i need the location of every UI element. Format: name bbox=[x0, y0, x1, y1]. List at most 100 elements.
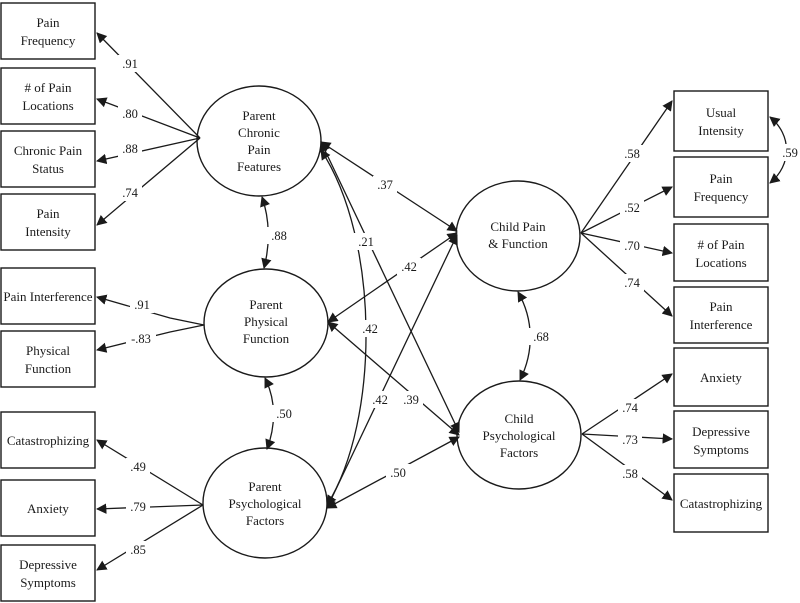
indicator-box-usual-intensity: Usual Intensity bbox=[673, 90, 769, 152]
label-physical: Physical bbox=[244, 314, 288, 329]
label-depressive: Depressive bbox=[692, 424, 750, 439]
coef-r-pain-frequency: .52 bbox=[624, 201, 640, 215]
coef-chronic-pain-status: .88 bbox=[122, 142, 138, 156]
label-features: Features bbox=[237, 159, 281, 174]
label-function: Function bbox=[243, 331, 290, 346]
indicator-box-depressive-symptoms-left: Depressive Symptoms bbox=[0, 544, 96, 602]
label-factors: Factors bbox=[500, 445, 538, 460]
label-symptoms: Symptoms bbox=[20, 575, 76, 590]
loading-arrows-parent-chronic bbox=[95, 32, 201, 226]
label-usual: Usual bbox=[706, 105, 737, 120]
indicator-box-catastrophizing-right: Catastrophizing bbox=[673, 473, 769, 533]
label-pain: Pain bbox=[247, 142, 271, 157]
label-psychological: Psychological bbox=[483, 428, 556, 443]
label-depressive: Depressive bbox=[19, 557, 77, 572]
indicator-box-pain-interference-left: Pain Interference bbox=[0, 267, 96, 325]
indicator-box-chronic-pain-status: Chronic Pain Status bbox=[0, 130, 96, 188]
label-parent: Parent bbox=[249, 297, 283, 312]
indicator-box-catastrophizing-left: Catastrophizing bbox=[0, 411, 96, 469]
indicator-box-pain-frequency-left: Pain Frequency bbox=[0, 2, 96, 60]
coef-psych-childpain: .42 bbox=[372, 393, 388, 407]
label-locations: Locations bbox=[695, 255, 746, 270]
label-num-pain: # of Pain bbox=[698, 237, 745, 252]
coef-r-catastrophizing: .58 bbox=[622, 467, 638, 481]
arrow-to-pain-interference bbox=[96, 294, 205, 326]
coef-cov-physical-psych: .50 bbox=[276, 407, 292, 421]
label-child: Child bbox=[505, 411, 534, 426]
coef-physical-childpsych: .39 bbox=[403, 393, 419, 407]
coef-cov-chronic-psych: .42 bbox=[362, 322, 378, 336]
arrow-to-depressive-symptoms bbox=[96, 504, 204, 571]
coef-chronic-childpain: .37 bbox=[377, 178, 393, 192]
label-frequency: Frequency bbox=[21, 33, 76, 48]
label-symptoms: Symptoms bbox=[693, 442, 749, 457]
label-catastrophizing: Catastrophizing bbox=[7, 433, 90, 448]
label-child-pain: Child Pain bbox=[490, 219, 546, 234]
coef-pain-frequency: .91 bbox=[122, 57, 138, 71]
label-physical: Physical bbox=[26, 343, 70, 358]
label-chronic: Chronic bbox=[238, 125, 280, 140]
label-pain: Pain bbox=[709, 299, 733, 314]
label-locations: Locations bbox=[22, 98, 73, 113]
label-pain: Pain bbox=[709, 171, 733, 186]
loading-arrows-parent-physical bbox=[95, 294, 205, 353]
coef-pain-intensity: .74 bbox=[122, 186, 138, 200]
label-pain: Pain bbox=[36, 15, 60, 30]
label-function: Function bbox=[25, 361, 72, 376]
coef-cov-usual-frequency: .59 bbox=[782, 146, 798, 160]
covariance-child bbox=[517, 291, 531, 381]
arrow-to-pain-locations bbox=[96, 97, 201, 139]
coef-r-pain-locations: .70 bbox=[624, 239, 640, 253]
arrow-to-chronic-pain-status bbox=[95, 137, 201, 165]
indicator-box-pain-locations-left: # of Pain Locations bbox=[0, 67, 96, 125]
latent-parent-chronic-pain-features: Parent Chronic Pain Features bbox=[196, 85, 322, 197]
coef-usual-intensity: .58 bbox=[624, 147, 640, 161]
arrow-to-pain-frequency bbox=[96, 32, 201, 139]
coef-physical-function: -.83 bbox=[131, 332, 151, 346]
indicator-box-anxiety-left: Anxiety bbox=[0, 479, 96, 537]
indicator-box-depressive-symptoms-right: Depressive Symptoms bbox=[673, 410, 769, 469]
label-anxiety: Anxiety bbox=[27, 501, 69, 516]
label-intensity: Intensity bbox=[25, 224, 71, 239]
label-frequency: Frequency bbox=[694, 189, 749, 204]
indicator-box-pain-interference-right: Pain Interference bbox=[673, 286, 769, 344]
coef-r-pain-interference: .74 bbox=[624, 276, 640, 290]
coef-chronic-childpsych: .21 bbox=[358, 235, 374, 249]
coef-anxiety: .79 bbox=[130, 500, 146, 514]
coef-cov-chronic-physical: .88 bbox=[271, 229, 287, 243]
latent-child-psychological-factors: Child Psychological Factors bbox=[456, 380, 582, 490]
label-and-function: & Function bbox=[488, 236, 548, 251]
arrow-to-usual-intensity bbox=[580, 100, 673, 234]
label-pain: Pain bbox=[36, 206, 60, 221]
label-catastrophizing: Catastrophizing bbox=[680, 496, 763, 511]
label-num-pain: # of Pain bbox=[25, 80, 72, 95]
coef-depressive: .85 bbox=[130, 543, 146, 557]
label-chronic-pain: Chronic Pain bbox=[14, 143, 83, 158]
coef-pain-interference: .91 bbox=[134, 298, 150, 312]
latent-parent-physical-function: Parent Physical Function bbox=[203, 268, 329, 378]
coefficient-labels: .91 .80 .88 .74 .91 -.83 .49 .79 .85 .88… bbox=[118, 55, 800, 558]
label-pain-interference: Pain Interference bbox=[3, 289, 92, 304]
indicator-box-pain-locations-right: # of Pain Locations bbox=[673, 223, 769, 282]
label-anxiety: Anxiety bbox=[700, 370, 742, 385]
coef-cov-child: .68 bbox=[533, 330, 549, 344]
path-physical-to-child-psych bbox=[327, 321, 460, 436]
coef-r-depressive: .73 bbox=[622, 433, 638, 447]
latent-parent-psychological-factors: Parent Psychological Factors bbox=[202, 447, 328, 559]
arrow-to-physical-function bbox=[95, 324, 205, 353]
latent-child-pain-function: Child Pain & Function bbox=[455, 180, 581, 292]
indicator-box-physical-function: Physical Function bbox=[0, 330, 96, 388]
arrow-to-pain-intensity bbox=[96, 137, 201, 226]
label-factors: Factors bbox=[246, 513, 284, 528]
coef-pain-locations: .80 bbox=[122, 107, 138, 121]
label-psychological: Psychological bbox=[229, 496, 302, 511]
label-interference: Interference bbox=[690, 317, 753, 332]
label-parent: Parent bbox=[242, 108, 276, 123]
indicator-box-pain-frequency-right: Pain Frequency bbox=[673, 156, 769, 218]
coef-psych-childpsych: .50 bbox=[390, 466, 406, 480]
label-parent: Parent bbox=[248, 479, 282, 494]
coef-r-anxiety: .74 bbox=[622, 401, 638, 415]
coef-catastrophizing: .49 bbox=[130, 460, 146, 474]
indicator-box-pain-intensity: Pain Intensity bbox=[0, 193, 96, 251]
